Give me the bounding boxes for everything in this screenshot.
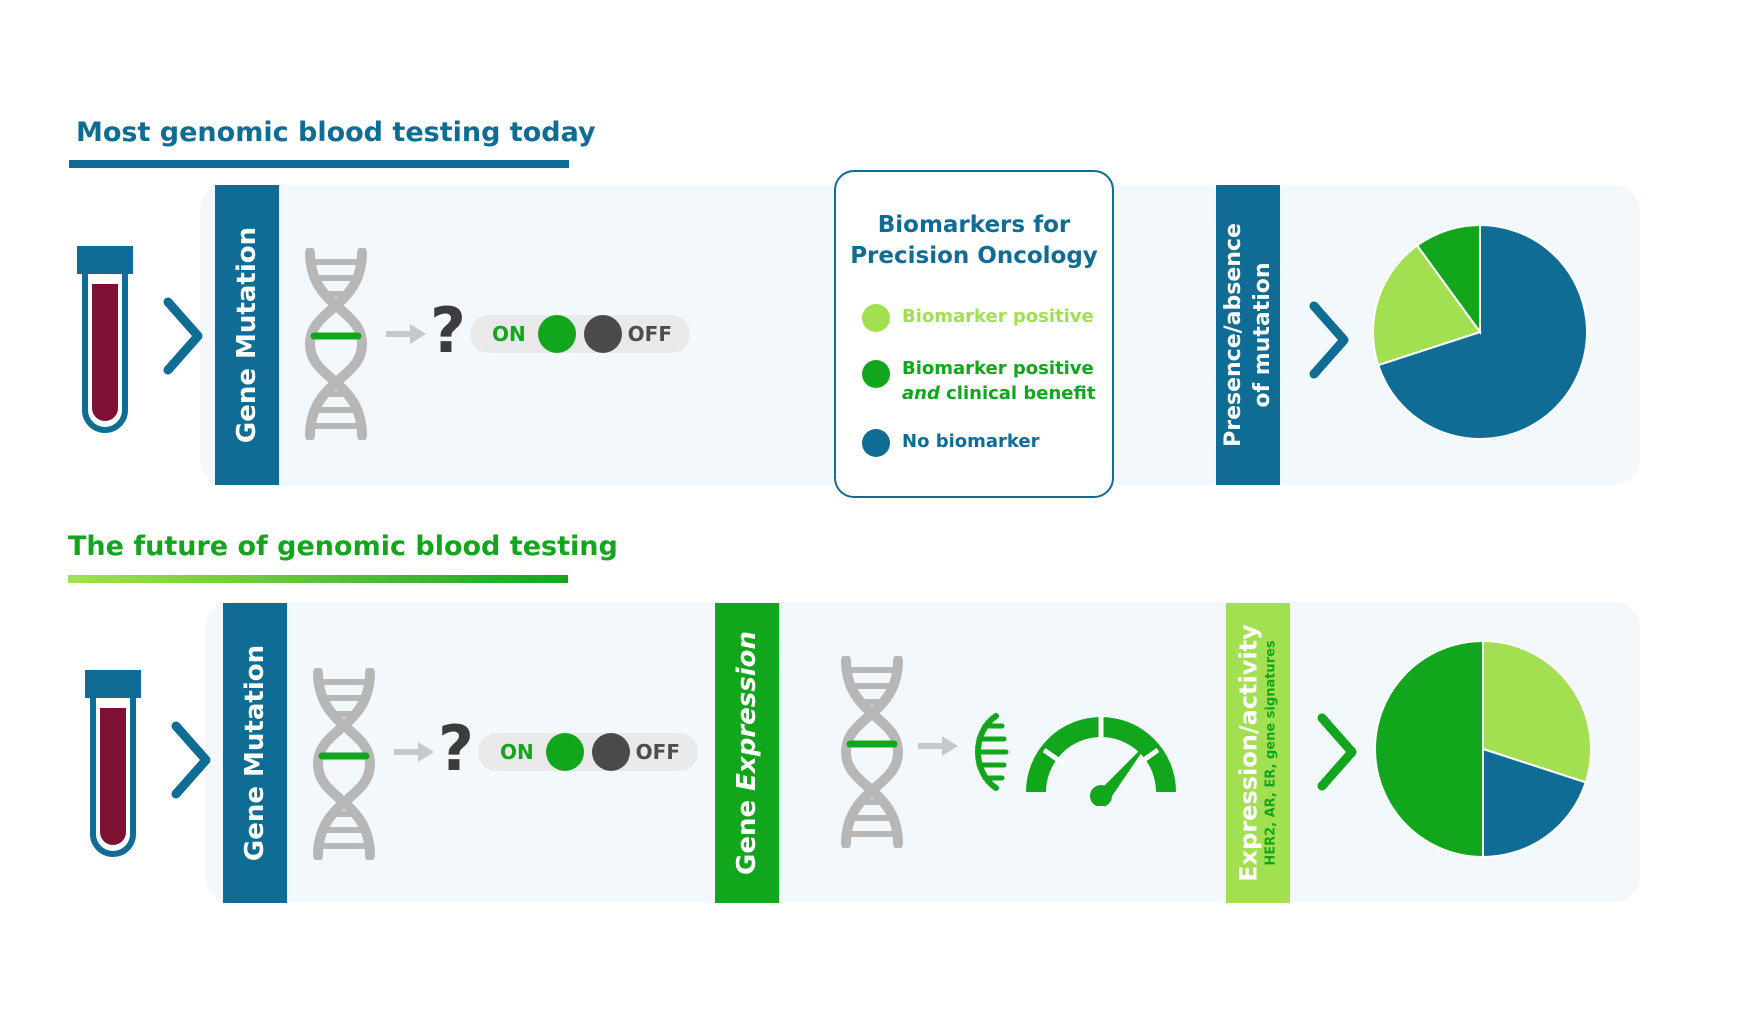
on-off-toggle-icon: ON OFF xyxy=(470,315,690,353)
rna-strand-icon xyxy=(975,713,1009,791)
tab-label: Gene Expression xyxy=(732,631,762,875)
arrow-right-icon xyxy=(386,324,426,344)
tab-label-main: Expression/activity xyxy=(1235,624,1264,882)
tab-presence-absence: Presence/absence of mutation xyxy=(1216,185,1280,485)
toggle-off-dot xyxy=(584,315,622,353)
section-heading-today: Most genomic blood testing today xyxy=(76,117,596,148)
legend-item-clinical-benefit: Biomarker positive and clinical benefit xyxy=(862,356,1095,406)
tab-label: Expression/activity HER2, AR, ER, gene s… xyxy=(1235,624,1281,881)
legend-title-line1: Biomarkers for xyxy=(877,212,1071,238)
toggle-on-dot xyxy=(538,315,576,353)
tab-gene-mutation-today: Gene Mutation xyxy=(215,185,279,485)
question-mark-icon: ? xyxy=(438,712,474,785)
on-off-toggle-icon: ON OFF xyxy=(478,733,698,771)
legend-dot-icon xyxy=(862,304,890,332)
toggle-off-label: OFF xyxy=(635,740,680,764)
toggle-off-dot xyxy=(592,733,630,771)
legend-box: Biomarkers for Precision Oncology Biomar… xyxy=(834,170,1114,498)
chevron-right-icon xyxy=(171,721,211,799)
pie-chart-today xyxy=(1372,223,1588,440)
pie-slice-no-biomarker xyxy=(1376,223,1588,440)
toggle-on-label: ON xyxy=(492,322,526,346)
tab-gene-expression: Gene Expression xyxy=(715,603,779,903)
tab-label: Gene Mutation xyxy=(240,644,270,862)
chevron-right-icon xyxy=(1317,713,1357,791)
section-heading-future: The future of genomic blood testing xyxy=(68,531,618,562)
toggle-on-label: ON xyxy=(500,740,534,764)
heading-underline-future xyxy=(68,575,568,583)
tab-label-prefix: Gene xyxy=(732,790,763,876)
pie-chart-future xyxy=(1374,639,1592,859)
legend-dot-icon xyxy=(862,360,890,388)
question-mark-icon: ? xyxy=(430,294,466,367)
legend-item-biomarker-positive: Biomarker positive xyxy=(862,304,1094,332)
tab-label-emph: Expression xyxy=(732,630,763,791)
blood-tube-icon xyxy=(77,246,133,433)
dna-icon xyxy=(840,656,904,848)
tab-label: Presence/absence of mutation xyxy=(1221,223,1275,447)
tab-label: Gene Mutation xyxy=(232,226,262,444)
chevron-right-icon xyxy=(1309,301,1349,379)
tab-gene-mutation-future: Gene Mutation xyxy=(223,603,287,903)
pie-slice-biomarker-positive-and-clinical-benefit xyxy=(1415,223,1481,336)
legend-label-line1: Biomarker positive xyxy=(902,358,1094,379)
speedometer-icon xyxy=(1026,714,1176,806)
pie-slice-biomarker-positive-and-clinical-benefit xyxy=(1374,639,1484,859)
tab-expression-activity: Expression/activity HER2, AR, ER, gene s… xyxy=(1226,603,1290,903)
pie-slice-biomarker-positive xyxy=(1482,639,1592,784)
dna-icon xyxy=(312,668,376,860)
pie-slice-biomarker-positive xyxy=(1372,244,1482,367)
legend-label: Biomarker positive xyxy=(902,306,1094,327)
legend-dot-icon xyxy=(862,429,890,457)
legend-label: No biomarker xyxy=(902,431,1040,452)
arrow-right-icon xyxy=(394,742,434,762)
legend-item-no-biomarker: No biomarker xyxy=(862,429,1039,457)
heading-underline-today xyxy=(69,160,569,168)
dna-icon xyxy=(304,248,368,440)
chevron-right-icon xyxy=(163,297,203,375)
legend-label: Biomarker positive and clinical benefit xyxy=(902,356,1095,406)
tab-label-sub: HER2, AR, ER, gene signatures xyxy=(1264,640,1280,866)
blood-tube-icon xyxy=(85,670,141,857)
legend-title-line2: Precision Oncology xyxy=(850,243,1098,269)
toggle-on-dot xyxy=(546,733,584,771)
arrow-right-icon xyxy=(918,736,958,756)
pie-slice-no-biomarker xyxy=(1482,747,1587,859)
legend-label-emph: and xyxy=(902,383,940,404)
legend-label-line2: clinical benefit xyxy=(939,383,1096,404)
toggle-off-label: OFF xyxy=(627,322,672,346)
